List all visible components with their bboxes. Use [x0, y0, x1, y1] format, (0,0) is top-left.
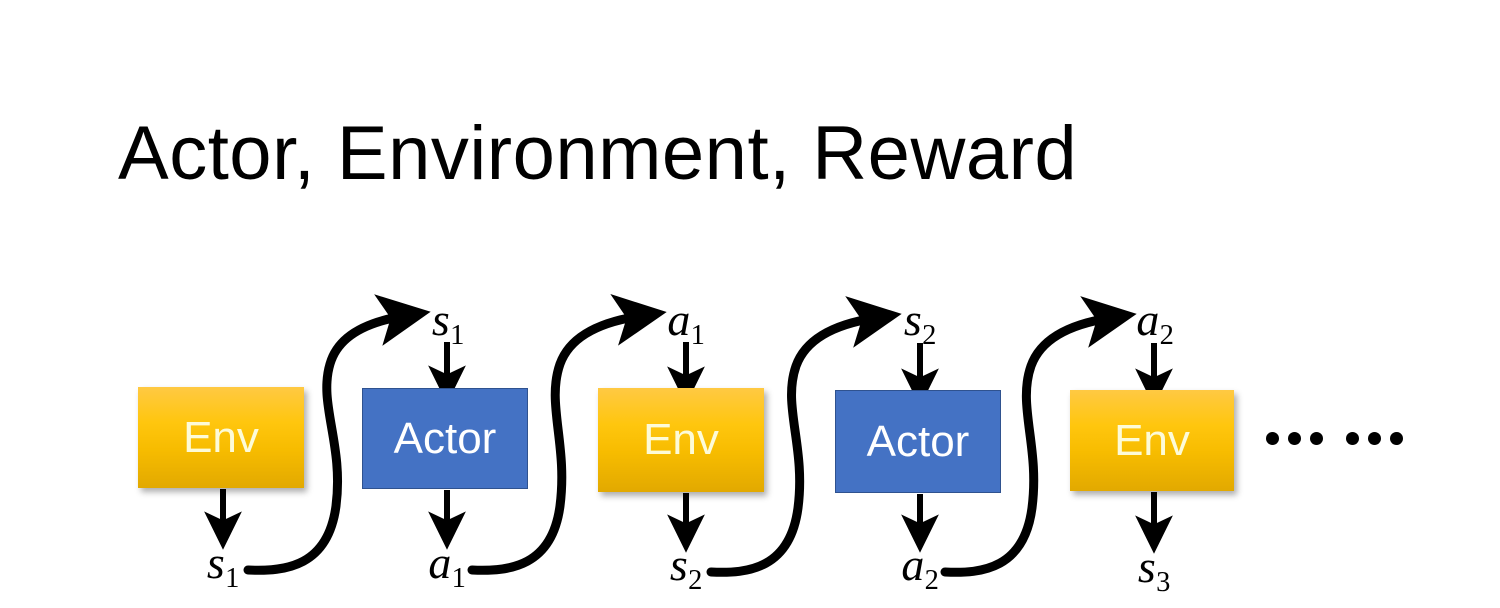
ellipsis-continuation: [1266, 432, 1403, 445]
ellipsis-dot: [1368, 432, 1381, 445]
label-base: s: [431, 294, 450, 345]
label-state-s2-bottom: s2: [669, 539, 702, 595]
label-sub: 1: [225, 562, 240, 594]
node-actor-2[interactable]: Actor: [835, 390, 1001, 493]
label-sub: 1: [450, 319, 465, 351]
label-sub: 1: [690, 319, 705, 351]
ellipsis-gap: [1332, 438, 1337, 439]
label-base: s: [1137, 541, 1156, 592]
label-state-s1-bottom: s1: [206, 537, 239, 593]
down-arrows-out-of-boxes: [204, 489, 1173, 554]
label-action-a2-bottom: a2: [901, 539, 939, 595]
label-base: s: [669, 539, 688, 590]
label-base: s: [903, 294, 922, 345]
label-action-a2-top: a2: [1136, 294, 1174, 350]
ellipsis-dot: [1346, 432, 1359, 445]
label-state-s3-bottom: s3: [1137, 541, 1170, 597]
ellipsis-dot: [1310, 432, 1323, 445]
node-env-3[interactable]: Env: [1070, 390, 1234, 491]
label-base: a: [901, 539, 925, 590]
node-env-2[interactable]: Env: [598, 388, 764, 492]
page-title: Actor, Environment, Reward: [118, 111, 1078, 196]
label-action-a1-top: a1: [667, 294, 705, 350]
node-env-1[interactable]: Env: [138, 387, 304, 488]
label-sub: 2: [922, 319, 937, 351]
label-base: a: [428, 537, 452, 588]
label-sub: 2: [1159, 319, 1174, 351]
node-label: Env: [1114, 415, 1190, 465]
node-label: Actor: [866, 416, 970, 466]
ellipsis-dot: [1390, 432, 1403, 445]
label-sub: 2: [924, 564, 939, 596]
label-action-a1-bottom: a1: [428, 537, 466, 593]
label-sub: 2: [688, 564, 703, 596]
label-base: a: [667, 294, 691, 345]
ellipsis-dot: [1266, 432, 1279, 445]
node-actor-1[interactable]: Actor: [362, 388, 528, 489]
node-label: Env: [183, 412, 259, 462]
label-base: a: [1136, 294, 1160, 345]
label-state-s2-top: s2: [903, 294, 936, 350]
label-sub: 1: [451, 562, 466, 594]
node-label: Env: [643, 415, 719, 464]
down-arrows-into-boxes: [428, 342, 1173, 407]
label-state-s1-top: s1: [431, 294, 464, 350]
label-base: s: [206, 537, 225, 588]
ellipsis-dot: [1288, 432, 1301, 445]
label-sub: 3: [1156, 566, 1171, 598]
node-label: Actor: [393, 413, 497, 463]
